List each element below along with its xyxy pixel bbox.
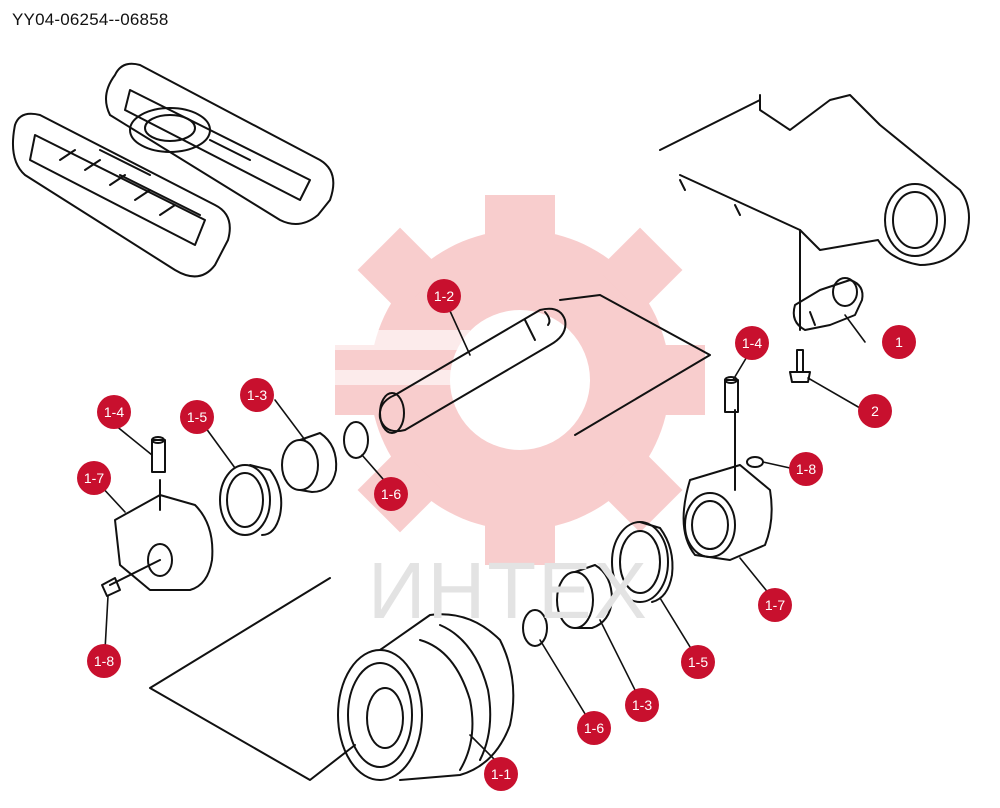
part-2-drawing — [789, 349, 811, 383]
track-frame-drawing — [659, 94, 970, 331]
callout-1-8-left: 1-8 — [87, 644, 121, 678]
callout-2: 2 — [858, 394, 892, 428]
part-1-6-oring-left-drawing — [343, 421, 369, 459]
callout-1-5-left: 1-5 — [180, 400, 214, 434]
document-code: YY04-06254--06858 — [12, 10, 169, 29]
part-1-3-bushing-left-drawing — [281, 432, 338, 493]
callout-1-4-right: 1-4 — [735, 326, 769, 360]
callout-1-8-right: 1-8 — [789, 452, 823, 486]
callout-1-4-left: 1-4 — [97, 395, 131, 429]
callout-1-5-right: 1-5 — [681, 645, 715, 679]
part-1-8-screw-left-drawing — [101, 577, 121, 597]
part-1-1-roller-drawing — [149, 577, 515, 781]
part-1-2-shaft-drawing — [378, 294, 711, 436]
callout-1-3-left: 1-3 — [240, 378, 274, 412]
part-1-7-collar-left-drawing — [109, 479, 214, 591]
part-1-5-seal-right-drawing — [611, 521, 674, 603]
callout-1-1: 1-1 — [484, 757, 518, 791]
callout-1-7-right: 1-7 — [758, 588, 792, 622]
callout-1-7-left: 1-7 — [77, 461, 111, 495]
callout-1-6-right: 1-6 — [577, 711, 611, 745]
callout-1-6-left: 1-6 — [374, 477, 408, 511]
part-1-drawing — [792, 277, 864, 331]
watermark-text: ИНТЕХ — [368, 546, 649, 635]
callout-1-3-right: 1-3 — [625, 688, 659, 722]
part-1-3-bushing-right-drawing — [556, 564, 613, 629]
part-1-5-seal-left-drawing — [219, 464, 283, 536]
part-1-6-oring-right-drawing — [522, 609, 548, 647]
part-1-8-screw-right-drawing — [746, 456, 764, 468]
part-1-7-collar-right-drawing — [682, 409, 773, 561]
watermark-gear-logo — [300, 195, 705, 565]
part-1-4-pin-left-drawing — [151, 436, 166, 473]
callout-1-2: 1-2 — [427, 279, 461, 313]
undercarriage-drawing — [12, 62, 335, 278]
part-1-4-pin-right-drawing — [724, 376, 739, 413]
callout-1: 1 — [882, 325, 916, 359]
